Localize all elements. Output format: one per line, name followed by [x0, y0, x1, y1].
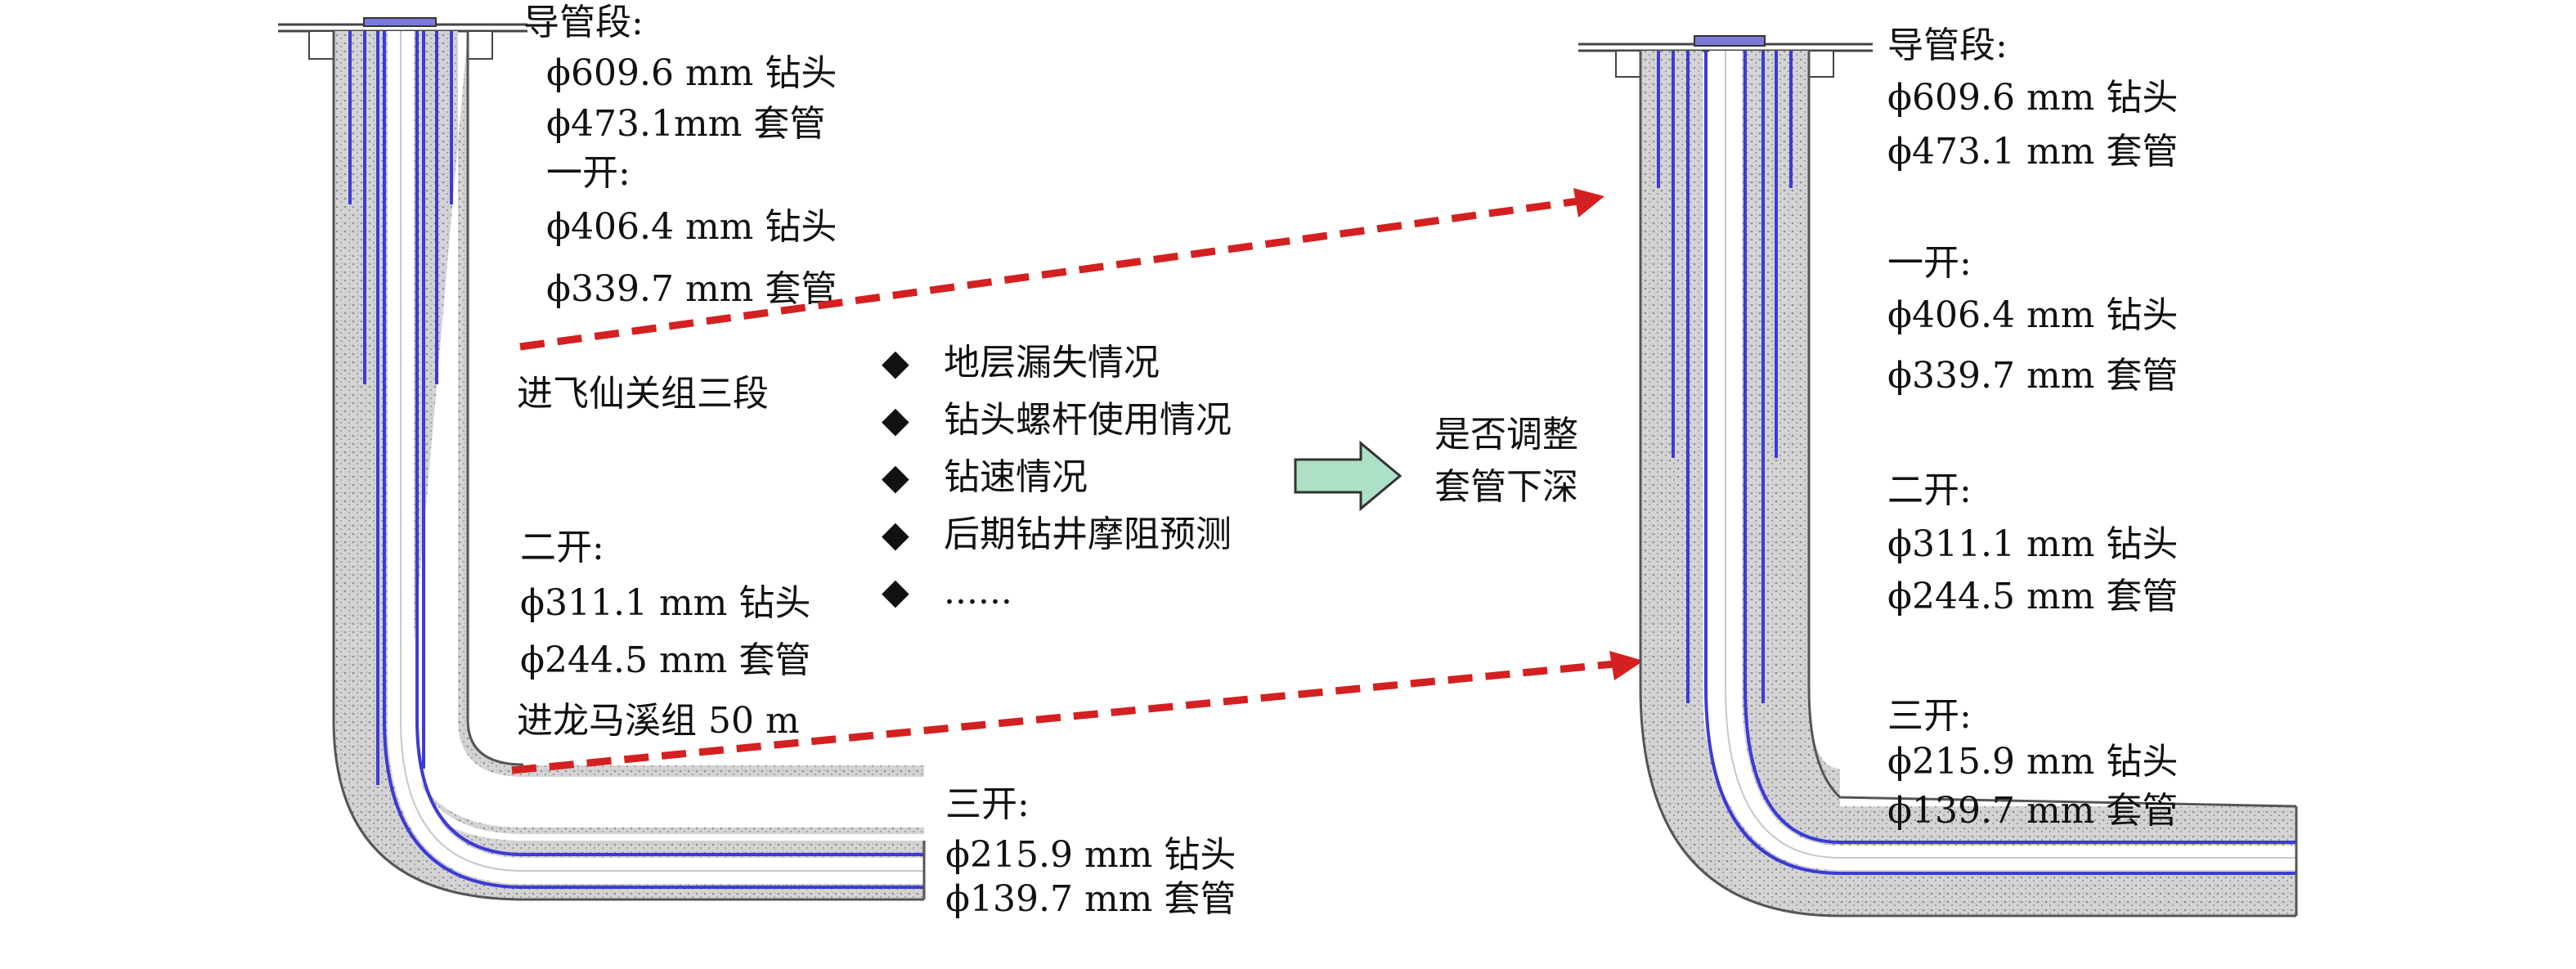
- decision-line-1: 是否调整: [1434, 414, 1578, 455]
- right-second-casing: ϕ244.5 mm 套管: [1887, 576, 2178, 617]
- left-conductor-casing: ϕ473.1mm 套管: [546, 103, 825, 145]
- factor-item: 地层漏失情况: [944, 342, 1160, 384]
- left-cement-outer-right: [466, 31, 524, 766]
- factor-bullet: ◆: [882, 342, 909, 384]
- left-conductor-casing: [348, 31, 453, 204]
- right-cement-outer-right: [1807, 51, 2297, 808]
- right-intermediate-casing: [1686, 51, 1765, 703]
- left-conductor-title: 导管段:: [523, 2, 644, 43]
- left-third-title: 三开:: [945, 783, 1030, 825]
- factor-item: 钻速情况: [944, 456, 1088, 498]
- right-conductor-title: 导管段:: [1887, 25, 2008, 66]
- factor-bullet: ◆: [882, 399, 909, 441]
- left-conductor-shoulder-right: [467, 30, 493, 60]
- right-second-bit: ϕ311.1 mm 钻头: [1887, 523, 2178, 565]
- right-conductor-shoulder-right: [1808, 50, 1834, 78]
- upper-arrow-head: [1573, 188, 1604, 218]
- left-second-depth-note: 进龙马溪组 50 m: [517, 700, 800, 742]
- right-conductor-bit: ϕ609.6 mm 钻头: [1887, 77, 2178, 119]
- right-conductor-casing: ϕ473.1 mm 套管: [1887, 131, 2178, 173]
- decision-block-arrow: [1294, 440, 1402, 512]
- lower-dashed-arrow: [511, 660, 1615, 774]
- right-wellbore-centerline: [1725, 51, 2296, 859]
- right-surface-casing: [1672, 51, 1778, 458]
- left-surface-casing: [363, 31, 438, 384]
- left-production-casing-outer: [383, 31, 924, 889]
- factor-item: ......: [944, 571, 1012, 612]
- left-conductor-bit: ϕ609.6 mm 钻头: [546, 52, 837, 94]
- left-cement-outer-left: [332, 31, 924, 901]
- factor-item: 钻头螺杆使用情况: [944, 399, 1232, 441]
- right-first-title: 一开:: [1887, 242, 1972, 284]
- right-production-casing-inner: [1744, 51, 2296, 844]
- left-first-depth-note: 进飞仙关组三段: [517, 373, 769, 415]
- factor-list: ◆ 地层漏失情况 ◆ 钻头螺杆使用情况 ◆ 钻速情况 ◆ 后期钻井摩阻预测 ◆ …: [882, 342, 1232, 612]
- right-conductor-shoulder-left: [1615, 50, 1641, 78]
- right-first-bit: ϕ406.4 mm 钻头: [1887, 294, 2178, 336]
- left-labels: 导管段: ϕ609.6 mm 钻头 ϕ473.1mm 套管 一开: ϕ406.4…: [517, 2, 1236, 920]
- left-wellbore-centerline: [400, 31, 924, 872]
- right-third-bit: ϕ215.9 mm 钻头: [1887, 741, 2178, 783]
- left-second-casing: ϕ244.5 mm 套管: [520, 639, 810, 681]
- left-third-bit: ϕ215.9 mm 钻头: [945, 834, 1236, 876]
- left-intermediate-casing: [376, 31, 425, 785]
- left-first-casing: ϕ339.7 mm 套管: [546, 268, 837, 310]
- right-cement-outer-left: [1639, 51, 2296, 917]
- factor-bullet: ◆: [882, 456, 909, 498]
- right-third-casing: ϕ139.7 mm 套管: [1887, 790, 2178, 832]
- right-wellhead-cap: [1694, 35, 1766, 47]
- left-first-title: 一开:: [546, 152, 631, 194]
- left-second-bit: ϕ311.1 mm 钻头: [520, 582, 810, 624]
- right-well: [1578, 35, 2298, 917]
- right-first-casing: ϕ339.7 mm 套管: [1887, 355, 2178, 397]
- left-production-casing-inner: [415, 31, 924, 856]
- left-wellhead-cap: [363, 17, 437, 27]
- left-third-casing: ϕ139.7 mm 套管: [945, 878, 1236, 920]
- right-third-title: 三开:: [1887, 695, 1972, 737]
- right-second-title: 二开:: [1887, 469, 1972, 511]
- factor-bullet: ◆: [882, 514, 909, 555]
- right-production-casing-outer: [1704, 51, 2296, 875]
- left-second-title: 二开:: [520, 527, 604, 568]
- upper-dashed-arrow: [519, 197, 1579, 351]
- factor-item: 后期钻井摩阻预测: [944, 514, 1232, 555]
- factor-bullet: ◆: [882, 571, 909, 612]
- lower-arrow-head: [1609, 651, 1644, 680]
- right-cement-annulus: [1640, 51, 2296, 916]
- right-labels: 导管段: ϕ609.6 mm 钻头 ϕ473.1 mm 套管 一开: ϕ406.…: [1887, 25, 2178, 832]
- left-well: [278, 17, 926, 901]
- right-conductor-casing: [1657, 51, 1793, 188]
- decision-line-2: 套管下深: [1434, 466, 1578, 508]
- left-conductor-shoulder-left: [308, 30, 334, 60]
- left-first-bit: ϕ406.4 mm 钻头: [546, 206, 837, 248]
